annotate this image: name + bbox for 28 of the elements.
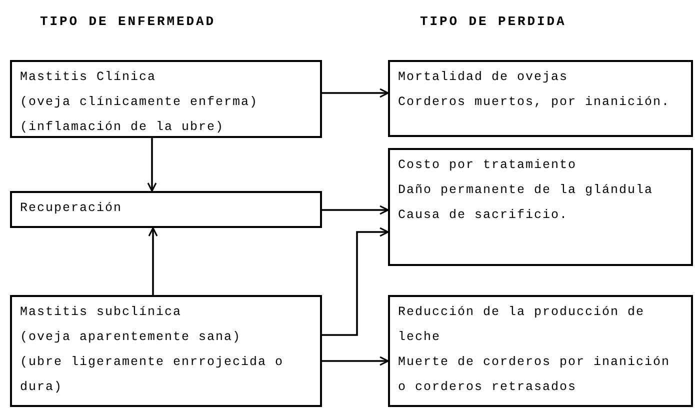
box-text: Mortalidad de ovejas <box>398 69 570 86</box>
column-heading: TIPO DE ENFERMEDAD <box>40 13 216 31</box>
text-box <box>388 60 693 137</box>
box-text: Mastitis subclínica <box>20 304 183 321</box>
box-text: (inflamación de la ubre) <box>20 119 226 136</box>
box-text: Recuperación <box>20 200 124 217</box>
arrow <box>322 227 389 336</box>
arrow <box>147 138 157 192</box>
box-text: Corderos muertos, por inanición. <box>398 94 672 111</box>
box-text: Reducción de la producción de leche <box>398 304 646 346</box>
arrow <box>322 88 389 98</box>
box-text: Muerte de corderos por inanición o corderos retrasados <box>398 354 672 396</box>
text-box <box>10 60 322 138</box>
box-text: Mastitis Clínica <box>20 69 158 86</box>
box-text: (ubre ligeramente enrrojecida o dura) <box>20 354 285 396</box>
box-text: Daño permanente de la glándula <box>398 182 654 199</box>
text-box <box>10 295 322 407</box>
column-heading: TIPO DE PERDIDA <box>420 13 566 31</box>
box-text: Causa de sacrificio. <box>398 207 570 224</box>
text-box <box>388 148 693 266</box>
arrow <box>148 227 158 295</box>
box-text: (oveja aparentemente sana) <box>20 329 242 346</box>
box-text: Costo por tratamiento <box>398 157 578 174</box>
text-box <box>10 191 322 228</box>
arrow <box>322 205 389 215</box>
text-box <box>388 295 693 407</box>
arrow <box>322 356 389 366</box>
box-text: (oveja clínicamente enferma) <box>20 94 260 111</box>
